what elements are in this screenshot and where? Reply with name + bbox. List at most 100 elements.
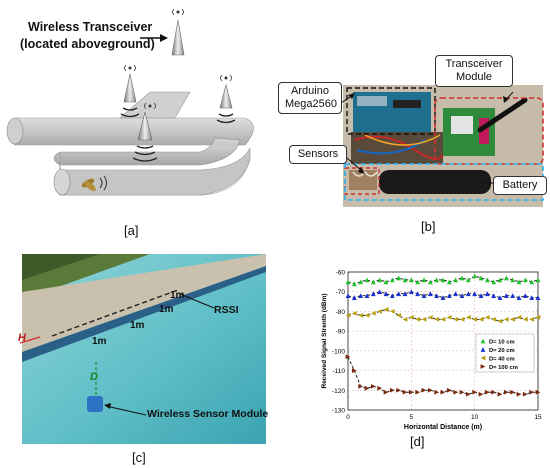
x-tick-label: 15	[534, 414, 542, 421]
data-point	[377, 385, 383, 391]
data-point	[408, 314, 414, 320]
data-point	[503, 275, 509, 281]
data-point	[484, 291, 490, 297]
panel-b-label: [b]	[421, 219, 436, 234]
data-point	[377, 289, 383, 295]
data-point	[351, 281, 357, 287]
data-point	[516, 391, 522, 397]
legend-box	[475, 333, 535, 373]
data-point	[516, 295, 522, 301]
data-point	[446, 387, 452, 393]
data-point	[440, 316, 446, 322]
aboveground-antenna-icon	[171, 8, 185, 56]
data-point	[453, 389, 459, 395]
legend-entry: D= 20 cm	[489, 348, 515, 354]
y-tick-label: -100	[332, 348, 345, 355]
y-tick-label: -130	[332, 408, 345, 415]
data-point	[465, 277, 471, 283]
data-point	[453, 316, 459, 322]
sensor-antenna-icon-2	[216, 74, 236, 124]
data-point	[415, 389, 421, 395]
data-point	[446, 314, 452, 320]
data-point	[472, 316, 478, 322]
rssi-label: RSSI	[214, 304, 239, 316]
series-3	[345, 307, 541, 324]
data-point	[510, 277, 516, 283]
data-point	[484, 314, 490, 320]
x-tick-label: 10	[471, 414, 479, 421]
data-point	[491, 293, 497, 299]
data-point	[478, 391, 484, 397]
x-tick-label: 0	[346, 414, 350, 421]
data-point	[364, 293, 370, 299]
data-point	[421, 316, 427, 322]
y-tick-label: -60	[336, 270, 346, 277]
panel-d-label: [d]	[410, 434, 425, 449]
data-point	[522, 277, 528, 283]
data-point	[491, 316, 497, 322]
y-axis-label: Received Signal Strenth (dBm)	[321, 294, 328, 389]
battery-callout: Battery	[493, 176, 547, 195]
series-2	[345, 289, 541, 301]
data-point	[434, 389, 440, 395]
panel-c-label: [c]	[132, 450, 146, 465]
data-point	[421, 293, 427, 299]
y-tick-label: -120	[332, 388, 345, 395]
data-point	[364, 312, 370, 318]
flow-fan-icon	[81, 175, 107, 192]
pool-photo	[19, 254, 266, 444]
data-point	[408, 277, 414, 283]
data-point	[396, 387, 402, 393]
data-point	[358, 312, 364, 318]
data-point	[421, 277, 427, 283]
data-point	[529, 295, 535, 301]
data-point	[497, 318, 503, 324]
data-point	[522, 316, 528, 322]
arduino-box	[346, 87, 436, 135]
data-point	[522, 391, 528, 397]
data-point	[516, 279, 522, 285]
chart-series	[345, 273, 541, 397]
data-point	[497, 391, 503, 397]
pipe-illustration	[6, 8, 254, 196]
arduino-label-line2: Mega2560	[285, 98, 337, 110]
legend-marker	[480, 338, 486, 344]
data-point	[484, 389, 490, 395]
data-point	[529, 316, 535, 322]
sensor-antenna-icon-3	[132, 102, 158, 162]
data-point	[345, 312, 351, 318]
data-point	[459, 389, 465, 395]
data-point	[389, 309, 395, 314]
data-point	[358, 383, 364, 389]
arduino-label-line1: Arduino	[291, 85, 329, 97]
distance-label-3: 1m	[130, 320, 145, 331]
x-axis-label: Horizontal Distance (m)	[404, 424, 482, 431]
transceiver-title-line2: (located aboveground)	[20, 37, 155, 51]
data-point	[535, 389, 541, 395]
data-point	[370, 279, 376, 285]
data-point	[402, 291, 408, 297]
data-point	[478, 275, 484, 281]
data-point	[535, 277, 541, 283]
panel-a: Wireless Transceiver (located abovegroun…	[0, 0, 275, 238]
data-point	[427, 314, 433, 320]
data-point	[497, 295, 503, 301]
plot-frame	[347, 271, 539, 411]
data-point	[497, 277, 503, 283]
data-point	[408, 289, 414, 295]
data-point	[377, 309, 383, 314]
data-point	[383, 291, 389, 297]
data-point	[535, 295, 541, 301]
lower-pipe	[53, 137, 241, 166]
y-tick-label: -80	[336, 309, 346, 316]
data-point	[389, 293, 395, 299]
legend-entry: D= 10 cm	[489, 339, 515, 345]
data-point	[465, 391, 471, 397]
x-tick-label: 5	[410, 414, 414, 421]
data-point	[472, 389, 478, 395]
data-point	[522, 293, 528, 299]
sensor-module-label: Wireless Sensor Module	[147, 408, 269, 420]
data-point	[503, 389, 509, 395]
data-point	[383, 307, 389, 312]
data-point	[364, 277, 370, 283]
